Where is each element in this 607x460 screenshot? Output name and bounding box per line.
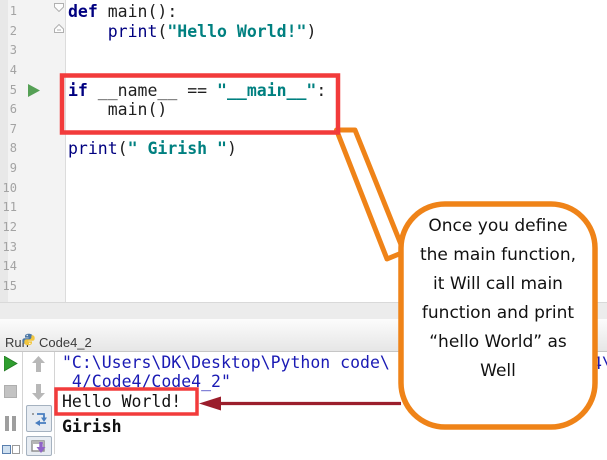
- console-path-clipped-fragment: 4\C: [592, 354, 607, 373]
- code-segment: (: [157, 21, 168, 41]
- rerun-cycle-icon: [32, 413, 47, 426]
- code-segment: ): [306, 21, 317, 41]
- run-toolbar-secondary: [23, 352, 55, 456]
- line-number: 6: [9, 102, 17, 117]
- line-number: 4: [9, 62, 17, 77]
- code-segment: def: [68, 2, 98, 21]
- code-line[interactable]: main(): [68, 100, 326, 120]
- line-number: 7: [9, 121, 17, 136]
- code-line[interactable]: [68, 41, 326, 61]
- code-segment: " Girish ": [127, 139, 227, 159]
- scroll-to-end-button[interactable]: [26, 436, 52, 456]
- rerun-frame-button[interactable]: [26, 405, 52, 432]
- restore-layout-button[interactable]: [2, 445, 20, 454]
- editor-bottom-strip: [0, 302, 607, 319]
- console-line: "C:\Users\DK\Desktop\Python code\: [62, 353, 390, 372]
- fold-marker-icon[interactable]: [54, 24, 64, 33]
- code-segment: print: [68, 139, 118, 159]
- code-line[interactable]: [68, 277, 326, 297]
- fold-marker-icon[interactable]: [54, 3, 64, 12]
- line-number: 15: [2, 278, 17, 293]
- gutter-strip: [0, 0, 8, 302]
- line-number: 13: [2, 239, 17, 254]
- console-line: 4/Code4/Code4_2": [62, 372, 231, 391]
- code-line[interactable]: print("Hello World!"): [68, 22, 326, 42]
- code-segment: [68, 22, 108, 41]
- rerun-program-button[interactable]: [4, 356, 18, 372]
- code-segment: "Hello World!": [167, 21, 307, 41]
- run-toolbar-main: [0, 352, 23, 454]
- code-line[interactable]: [68, 218, 326, 238]
- line-number: 14: [2, 259, 17, 274]
- up-stack-trace-button[interactable]: [31, 356, 46, 373]
- python-logo-icon: [22, 333, 35, 346]
- line-number: 8: [9, 141, 17, 156]
- code-line[interactable]: [68, 179, 326, 199]
- code-line[interactable]: [68, 159, 326, 179]
- code-segment: __name__ ==: [87, 80, 218, 100]
- pause-output-button[interactable]: [4, 416, 17, 431]
- line-number: 10: [2, 180, 17, 195]
- code-line[interactable]: if __name__ == "__main__":: [68, 81, 326, 101]
- code-line[interactable]: [68, 61, 326, 81]
- console-line: Hello World!: [62, 392, 182, 411]
- code-segment: print: [107, 21, 158, 41]
- run-tab-code4_2[interactable]: Code4_2: [39, 335, 92, 350]
- line-number: 11: [2, 200, 17, 215]
- scroll-to-end-icon: [31, 440, 46, 453]
- code-segment: if: [68, 80, 88, 100]
- stop-button[interactable]: [4, 385, 17, 398]
- code-line[interactable]: [68, 257, 326, 277]
- line-number: 5: [9, 82, 17, 97]
- code-segment: :: [316, 80, 327, 100]
- code-segment: (: [117, 139, 128, 159]
- run-toolwindow-title: Run: [5, 335, 29, 350]
- code-lines[interactable]: def main(): print("Hello World!")if __na…: [68, 2, 326, 297]
- code-line[interactable]: print(" Girish "): [68, 139, 326, 159]
- run-console[interactable]: "C:\Users\DK\Desktop\Python code\ 4/Code…: [0, 352, 607, 456]
- down-stack-trace-button[interactable]: [31, 384, 46, 401]
- run-toolwindow-header: Run Code4_2: [0, 319, 607, 352]
- code-segment: main(): [68, 100, 168, 120]
- console-line: Girish: [62, 417, 122, 436]
- code-line[interactable]: [68, 120, 326, 140]
- run-line-marker-icon[interactable]: [28, 84, 41, 98]
- code-line[interactable]: [68, 238, 326, 258]
- code-segment: main():: [97, 2, 178, 21]
- code-line[interactable]: def main():: [68, 2, 326, 22]
- line-number: 3: [9, 43, 17, 58]
- code-segment: "__main__": [217, 80, 317, 100]
- code-segment: ): [226, 139, 237, 159]
- code-line[interactable]: [68, 198, 326, 218]
- line-number: 1: [9, 4, 17, 18]
- line-number: 2: [9, 23, 17, 38]
- line-number: 9: [9, 161, 17, 176]
- line-number: 12: [2, 220, 17, 235]
